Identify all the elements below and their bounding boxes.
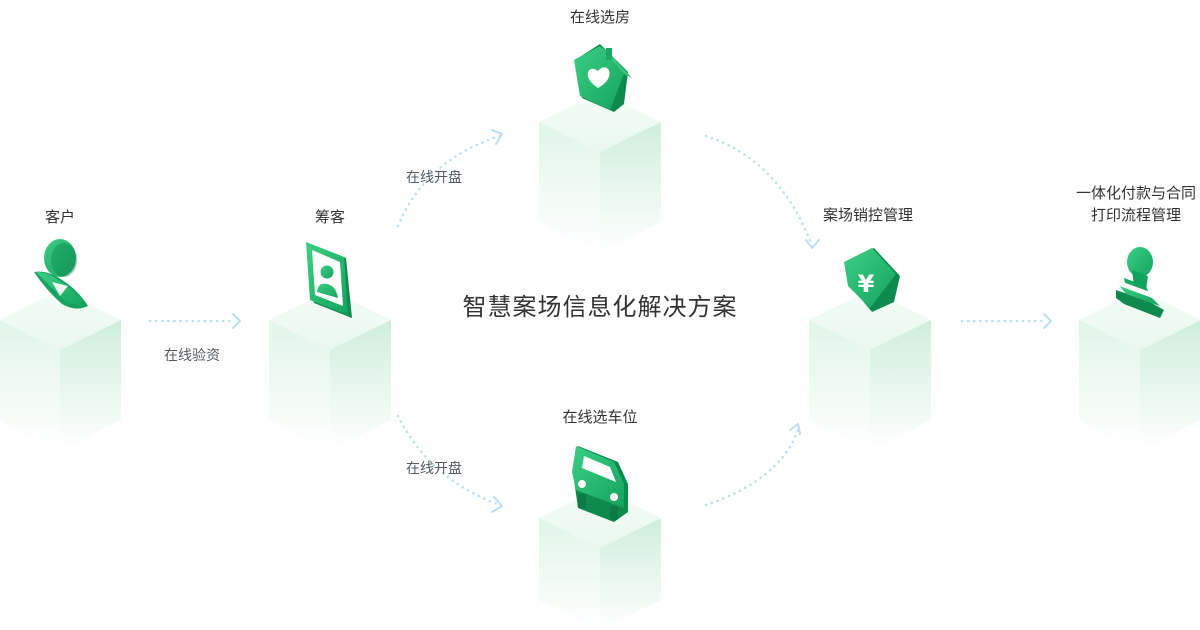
connector-house-sales xyxy=(704,134,814,248)
connector-parking-sales xyxy=(704,428,800,507)
edge-label-raise-parking: 在线开盘 xyxy=(406,461,462,477)
arrowhead-house-sales xyxy=(805,239,820,249)
node-label-customer: 客户 xyxy=(44,208,76,226)
diagram-title: 智慧案场信息化解决方案 xyxy=(462,293,738,321)
yen-house-icon: ¥ xyxy=(844,248,900,312)
person-icon xyxy=(34,239,88,309)
node-label-sales: 案场销控管理 xyxy=(822,206,914,224)
arrowhead-raise-house xyxy=(491,129,503,145)
stamp-icon xyxy=(1116,247,1164,318)
cube-house xyxy=(539,92,661,252)
cube-sales xyxy=(809,290,931,450)
cube-raise xyxy=(269,290,391,450)
id-badge-icon xyxy=(306,242,352,318)
house-heart-icon xyxy=(574,44,632,112)
svg-text:¥: ¥ xyxy=(858,270,875,298)
arrowhead-customer-raise xyxy=(232,313,241,329)
edge-label-customer-raise: 在线验资 xyxy=(164,348,220,364)
connector-raise-parking xyxy=(396,414,502,507)
arrowhead-sales-contract xyxy=(1043,313,1052,329)
cube-customer xyxy=(0,290,121,450)
edge-label-raise-house: 在线开盘 xyxy=(406,170,462,186)
node-label-raise: 筹客 xyxy=(314,208,346,226)
node-label-parking: 在线选车位 xyxy=(562,408,638,426)
arrowhead-parking-sales xyxy=(789,423,801,435)
cube-parking xyxy=(539,488,661,630)
cube-contract xyxy=(1079,290,1200,450)
node-label-house: 在线选房 xyxy=(569,8,631,26)
car-icon xyxy=(572,446,628,522)
connector-raise-house xyxy=(396,134,502,228)
node-label-contract: 一体化付款与合同打印流程管理 xyxy=(1075,184,1196,224)
arrowhead-raise-parking xyxy=(491,496,503,513)
